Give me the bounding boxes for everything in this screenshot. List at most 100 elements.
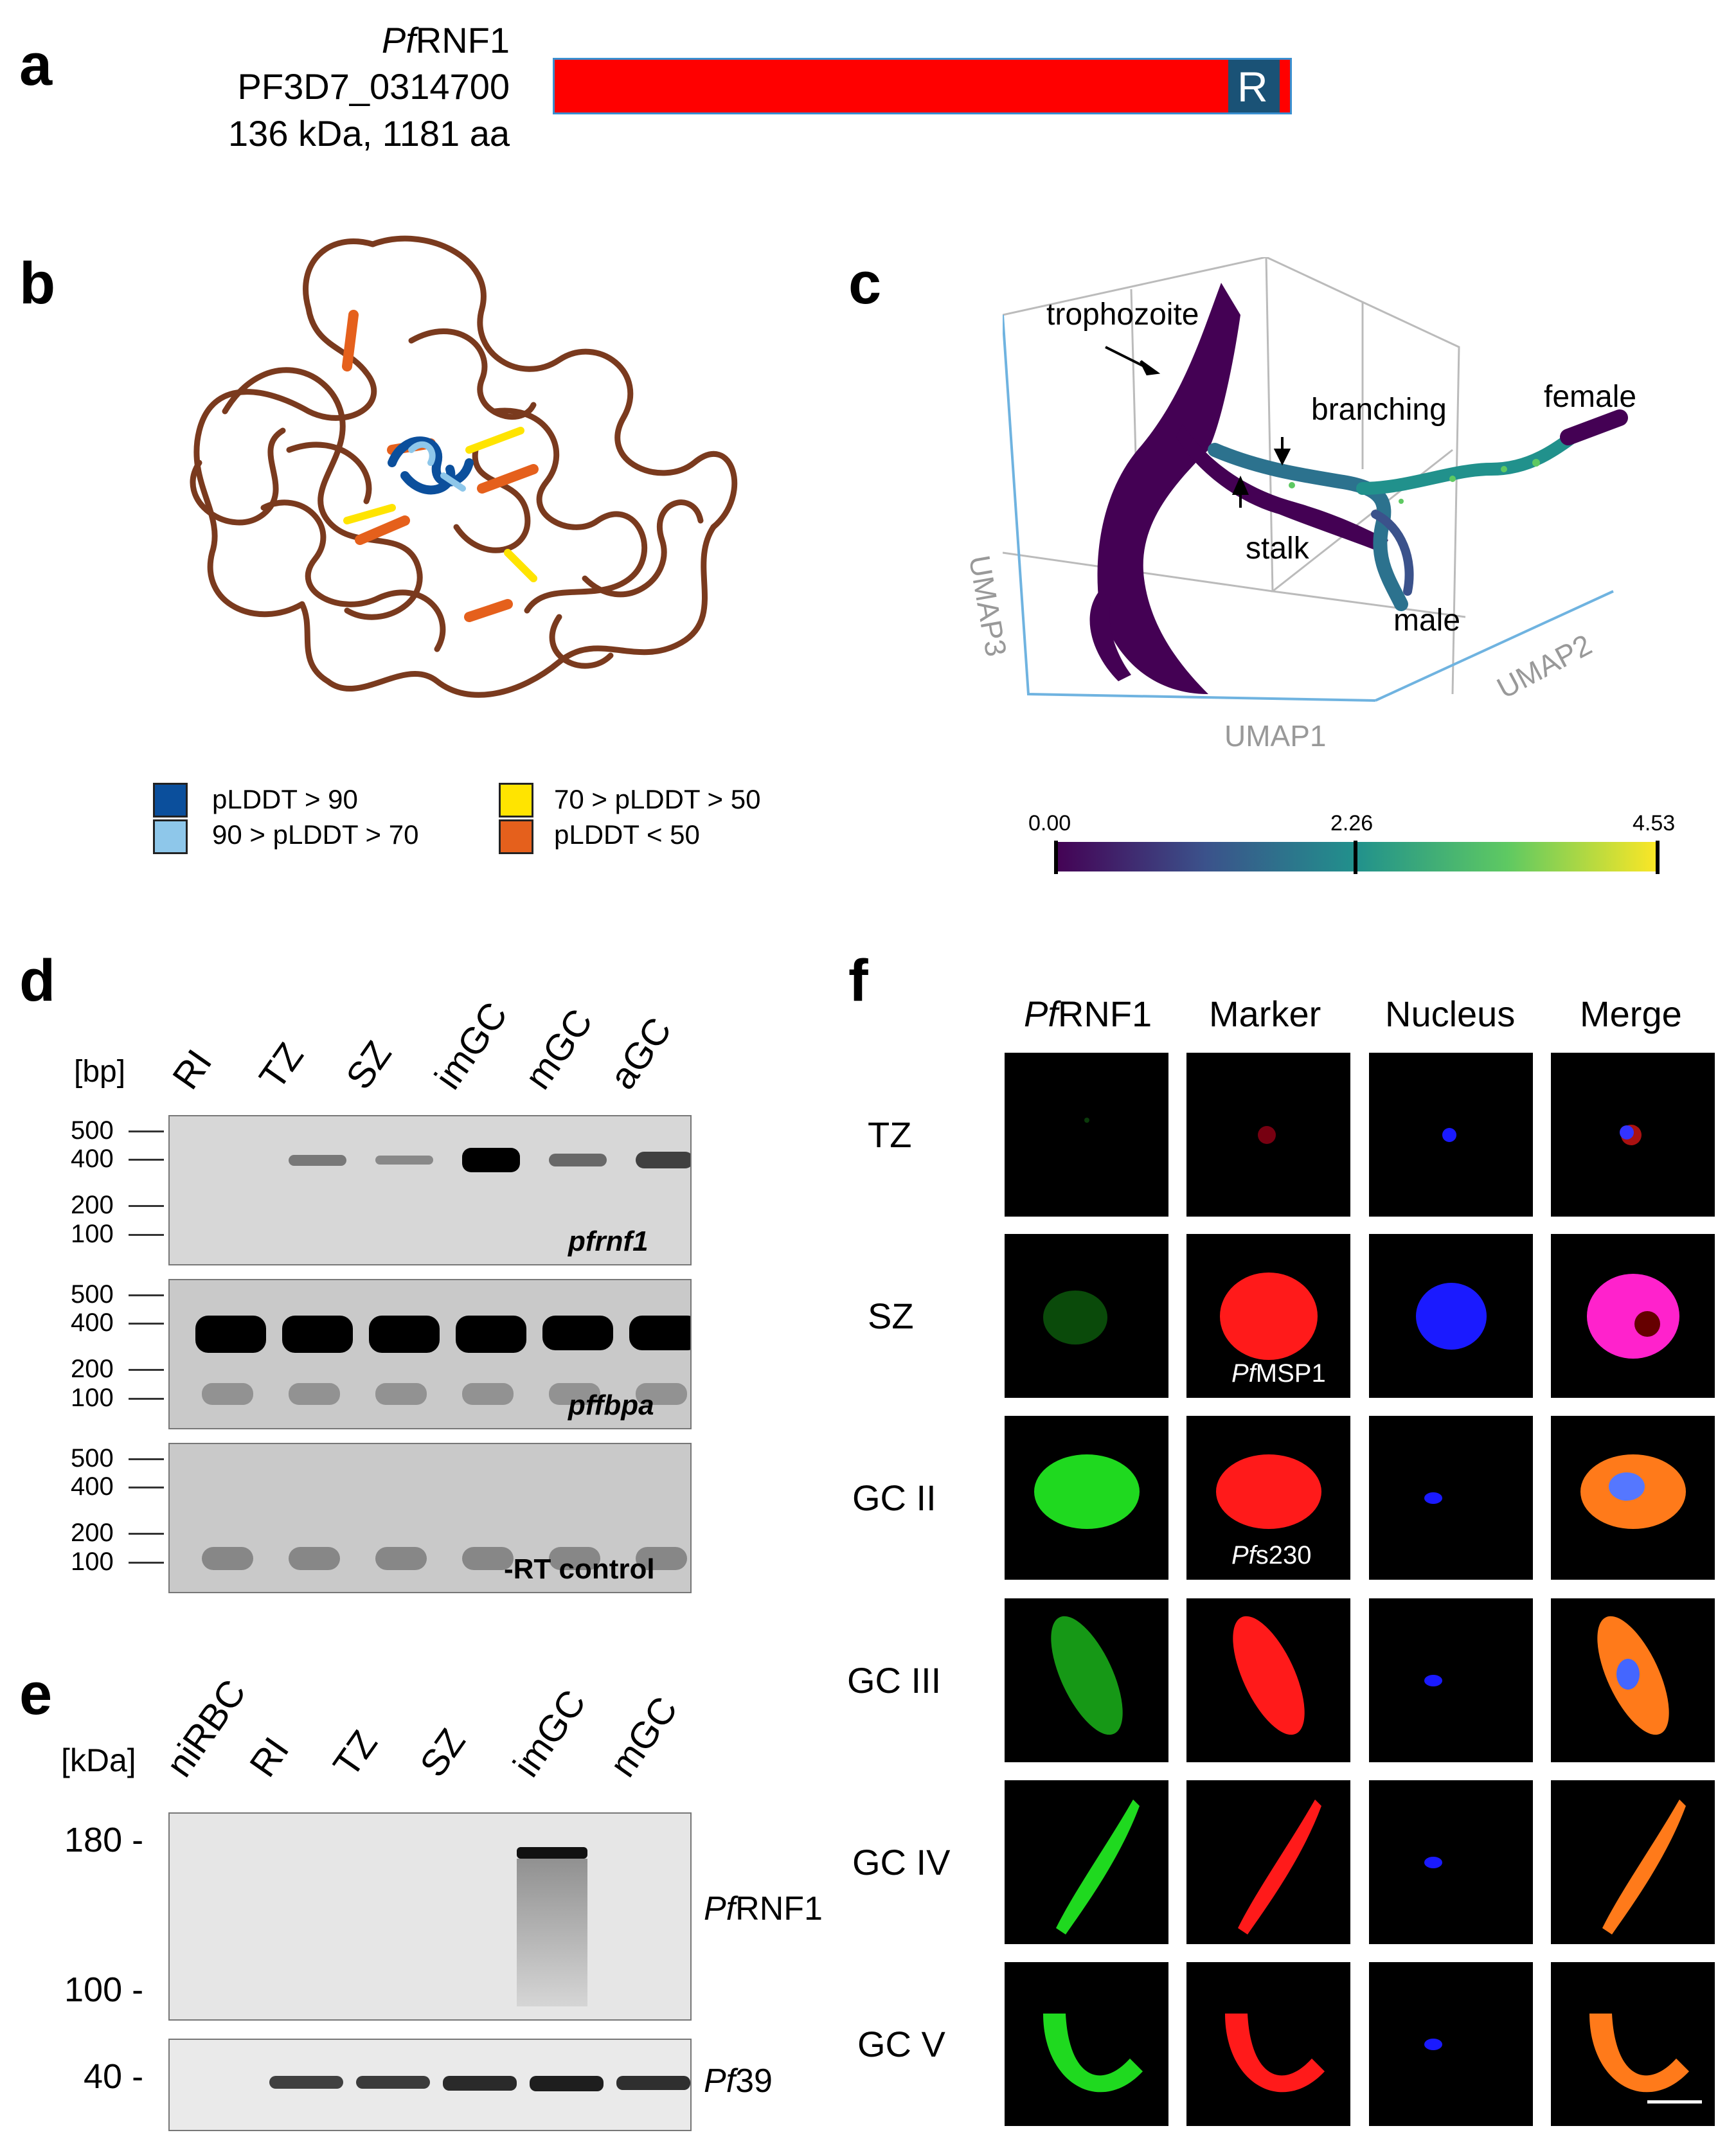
micrograph-sz-merge — [1551, 1234, 1715, 1398]
western-blot-pfrnf1 — [168, 1812, 692, 2021]
gel-primer-dimer — [462, 1547, 514, 1570]
protein-name-italic: Pf — [381, 20, 416, 60]
micrograph-gc-v-marker — [1186, 1962, 1350, 2126]
micro-col-header-merge: Merge — [1580, 993, 1682, 1035]
gel-primer-dimer — [549, 1383, 600, 1405]
gel-lane-label-RI: RI — [164, 1042, 220, 1097]
blot-label-pfrnf1: PfRNF1 — [704, 1889, 823, 1928]
blot-band-pf39 — [269, 2076, 343, 2089]
blot-band-pf39 — [356, 2076, 430, 2089]
blot-lane-label-mGC: mGC — [601, 1689, 686, 1785]
gel-marker-tick-200 — [129, 1369, 164, 1371]
gel-marker-tick-100 — [129, 1234, 164, 1236]
micro-row-label-GC-III: GC III — [847, 1660, 942, 1701]
blot-lane-label-TZ: TZ — [325, 1723, 386, 1785]
gel-primer-dimer — [462, 1383, 514, 1405]
micro-marker-label-italic: Pf — [1231, 1359, 1256, 1388]
blot-marker-100: 100 - — [64, 1970, 144, 2009]
blot-lane-label-RI: RI — [241, 1729, 298, 1785]
gel-marker-100: 100 — [71, 1384, 114, 1412]
ring-domain — [1228, 60, 1280, 112]
micro-col-header-rest: Nucleus — [1385, 994, 1516, 1034]
western-blot-pf39 — [168, 2039, 692, 2131]
gel-pffbpa: pffbpa — [168, 1279, 692, 1429]
panel-letter-e: e — [19, 1661, 53, 1727]
blot-lane-label-imGC: imGC — [505, 1682, 595, 1785]
gel-marker-tick-500 — [129, 1458, 164, 1460]
gel-band — [462, 1148, 520, 1172]
gel-primer-dimer — [202, 1547, 253, 1570]
gel-primer-dimer — [289, 1547, 340, 1570]
micro-row-label-GC-V: GC V — [857, 2024, 945, 2064]
gel-marker-tick-500 — [129, 1294, 164, 1296]
gel-marker-tick-400 — [129, 1323, 164, 1325]
gel-label--RT-control: -RT control — [504, 1553, 655, 1585]
protein-size: 136 kDa, 1181 aa — [228, 113, 510, 154]
gel-band — [629, 1316, 690, 1351]
gel-marker-500: 500 — [71, 1116, 114, 1145]
micro-col-header-marker: Marker — [1209, 993, 1321, 1035]
blot-label-pf39-italic: Pf — [704, 2062, 736, 2100]
legend-label-confident: 90 > pLDDT > 70 — [212, 819, 419, 850]
gel-marker-tick-500 — [129, 1130, 164, 1132]
micro-marker-label: Pfs230 — [1231, 1541, 1312, 1570]
micrograph-gc-iv-merge — [1551, 1780, 1715, 1944]
gel-primer-dimer — [636, 1383, 687, 1405]
gel-band — [282, 1316, 353, 1353]
colorbar-max-label: 4.53 — [1633, 811, 1676, 835]
blot-marker-180: 180 - — [64, 1821, 144, 1859]
micro-marker-label-italic: Pf — [1231, 1541, 1256, 1569]
blot-lane-label-SZ: SZ — [411, 1721, 474, 1785]
panel-letter-f: f — [848, 948, 868, 1014]
micro-col-header-rest: RNF1 — [1057, 994, 1152, 1034]
legend-swatch-very-low — [499, 819, 533, 854]
gel-lane-label-aGC: aGC — [601, 1010, 680, 1097]
micro-marker-label-rest: MSP1 — [1255, 1359, 1326, 1388]
blot-label-pfrnf1-italic: Pf — [704, 1890, 736, 1927]
micrograph-tz-rnf1 — [1005, 1053, 1168, 1217]
gel-band — [195, 1316, 266, 1353]
gel-marker-tick-200 — [129, 1205, 164, 1207]
gel-marker-500: 500 — [71, 1280, 114, 1309]
micro-row-label-SZ: SZ — [868, 1296, 914, 1336]
gel-marker-tick-400 — [129, 1487, 164, 1488]
legend-swatch-low — [499, 783, 533, 817]
panel-letter-c: c — [848, 251, 882, 316]
label-branching: branching — [1311, 393, 1447, 427]
blot-label-pf39: Pf39 — [704, 2062, 773, 2100]
gel-marker-500: 500 — [71, 1444, 114, 1472]
gel-marker-200: 200 — [71, 1355, 114, 1383]
protein-name: PfRNF1 — [382, 19, 510, 61]
legend-label-very-high: pLDDT > 90 — [212, 784, 358, 814]
panel-letter-a: a — [19, 32, 53, 98]
legend-label-low: 70 > pLDDT > 50 — [554, 784, 761, 814]
gel-marker-tick-100 — [129, 1562, 164, 1564]
micrograph-gc-ii-rnf1 — [1005, 1416, 1168, 1580]
micrograph-sz-nucleus — [1369, 1234, 1533, 1398]
legend-label-very-low: pLDDT < 50 — [554, 819, 700, 850]
gel-label-pffbpa: pffbpa — [568, 1389, 654, 1421]
gel-marker-tick-100 — [129, 1398, 164, 1400]
blot-band-pf39 — [530, 2076, 604, 2091]
micro-col-header-nucleus: Nucleus — [1385, 993, 1515, 1035]
gel-primer-dimer — [202, 1383, 253, 1405]
blot-smear — [517, 1859, 587, 2006]
umap-3d-plot — [1003, 257, 1628, 702]
micrograph-sz-marker — [1186, 1234, 1350, 1398]
micrograph-tz-merge — [1551, 1053, 1715, 1217]
gel-band — [375, 1155, 433, 1165]
colorbar-mid-label: 2.26 — [1330, 811, 1374, 835]
gel-band — [289, 1154, 346, 1166]
blot-lane-label-niRBC: niRBC — [157, 1672, 255, 1785]
gel-marker-100: 100 — [71, 1548, 114, 1576]
protein-domain-bar: R — [553, 58, 1292, 114]
blot-label-pf39-rest: 39 — [735, 2062, 773, 2100]
gel-marker-400: 400 — [71, 1309, 114, 1337]
micrograph-tz-marker — [1186, 1053, 1350, 1217]
axis-label-umap1: UMAP1 — [1224, 719, 1327, 753]
gel-primer-dimer — [549, 1547, 600, 1570]
scale-bar — [1647, 2100, 1702, 2104]
micro-marker-label-rest: s230 — [1255, 1541, 1312, 1569]
micro-col-header-italic: Pf — [1024, 994, 1058, 1034]
gel-marker-200: 200 — [71, 1519, 114, 1547]
